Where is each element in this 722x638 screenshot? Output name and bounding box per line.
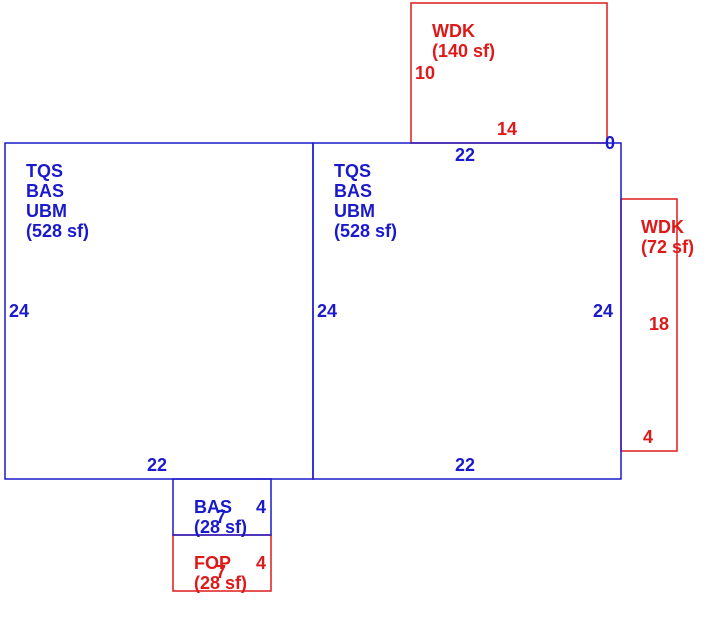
left-main-area: (528 sf) xyxy=(26,221,89,241)
right-main-bottom-dim: 22 xyxy=(455,455,475,475)
bas-small-area: (28 sf) xyxy=(194,517,247,537)
wdk-right-code: WDK xyxy=(641,217,684,237)
wdk-top-corner-dim: 0 xyxy=(605,133,615,153)
right-main-code-2: BAS xyxy=(334,181,372,201)
left-main-code-2: BAS xyxy=(26,181,64,201)
wdk-top-bottom-dim: 14 xyxy=(497,119,517,139)
wdk-right-bottom-dim: 4 xyxy=(643,427,653,447)
bas-small-bottom-dim: 7 xyxy=(216,507,226,527)
right-main-outline xyxy=(312,142,622,480)
right-main-left-dim: 24 xyxy=(317,301,337,321)
fop-small-bottom-dim: 7 xyxy=(216,562,226,582)
left-main-code-1: TQS xyxy=(26,161,63,181)
right-main-area: (528 sf) xyxy=(334,221,397,241)
left-main-left-dim: 24 xyxy=(9,301,29,321)
bas-small-right-dim: 4 xyxy=(256,497,266,517)
wdk-top-code: WDK xyxy=(432,21,475,41)
wdk-right-area: (72 sf) xyxy=(641,237,694,257)
right-main-right-dim: 24 xyxy=(593,301,613,321)
bas-small-code: BAS xyxy=(194,497,232,517)
bas-small-outline xyxy=(172,478,272,536)
left-main-bottom-dim: 22 xyxy=(147,455,167,475)
fop-small-area: (28 sf) xyxy=(194,573,247,593)
right-main-code-3: UBM xyxy=(334,201,375,221)
wdk-top-area: (140 sf) xyxy=(432,41,495,61)
wdk-top-left-dim: 10 xyxy=(415,63,435,83)
fop-small-code: FOP xyxy=(194,553,231,573)
right-main-top-dim: 22 xyxy=(455,145,475,165)
left-main-code-3: UBM xyxy=(26,201,67,221)
wdk-right-side-dim: 18 xyxy=(649,314,669,334)
right-main-code-1: TQS xyxy=(334,161,371,181)
fop-small-right-dim: 4 xyxy=(256,553,266,573)
